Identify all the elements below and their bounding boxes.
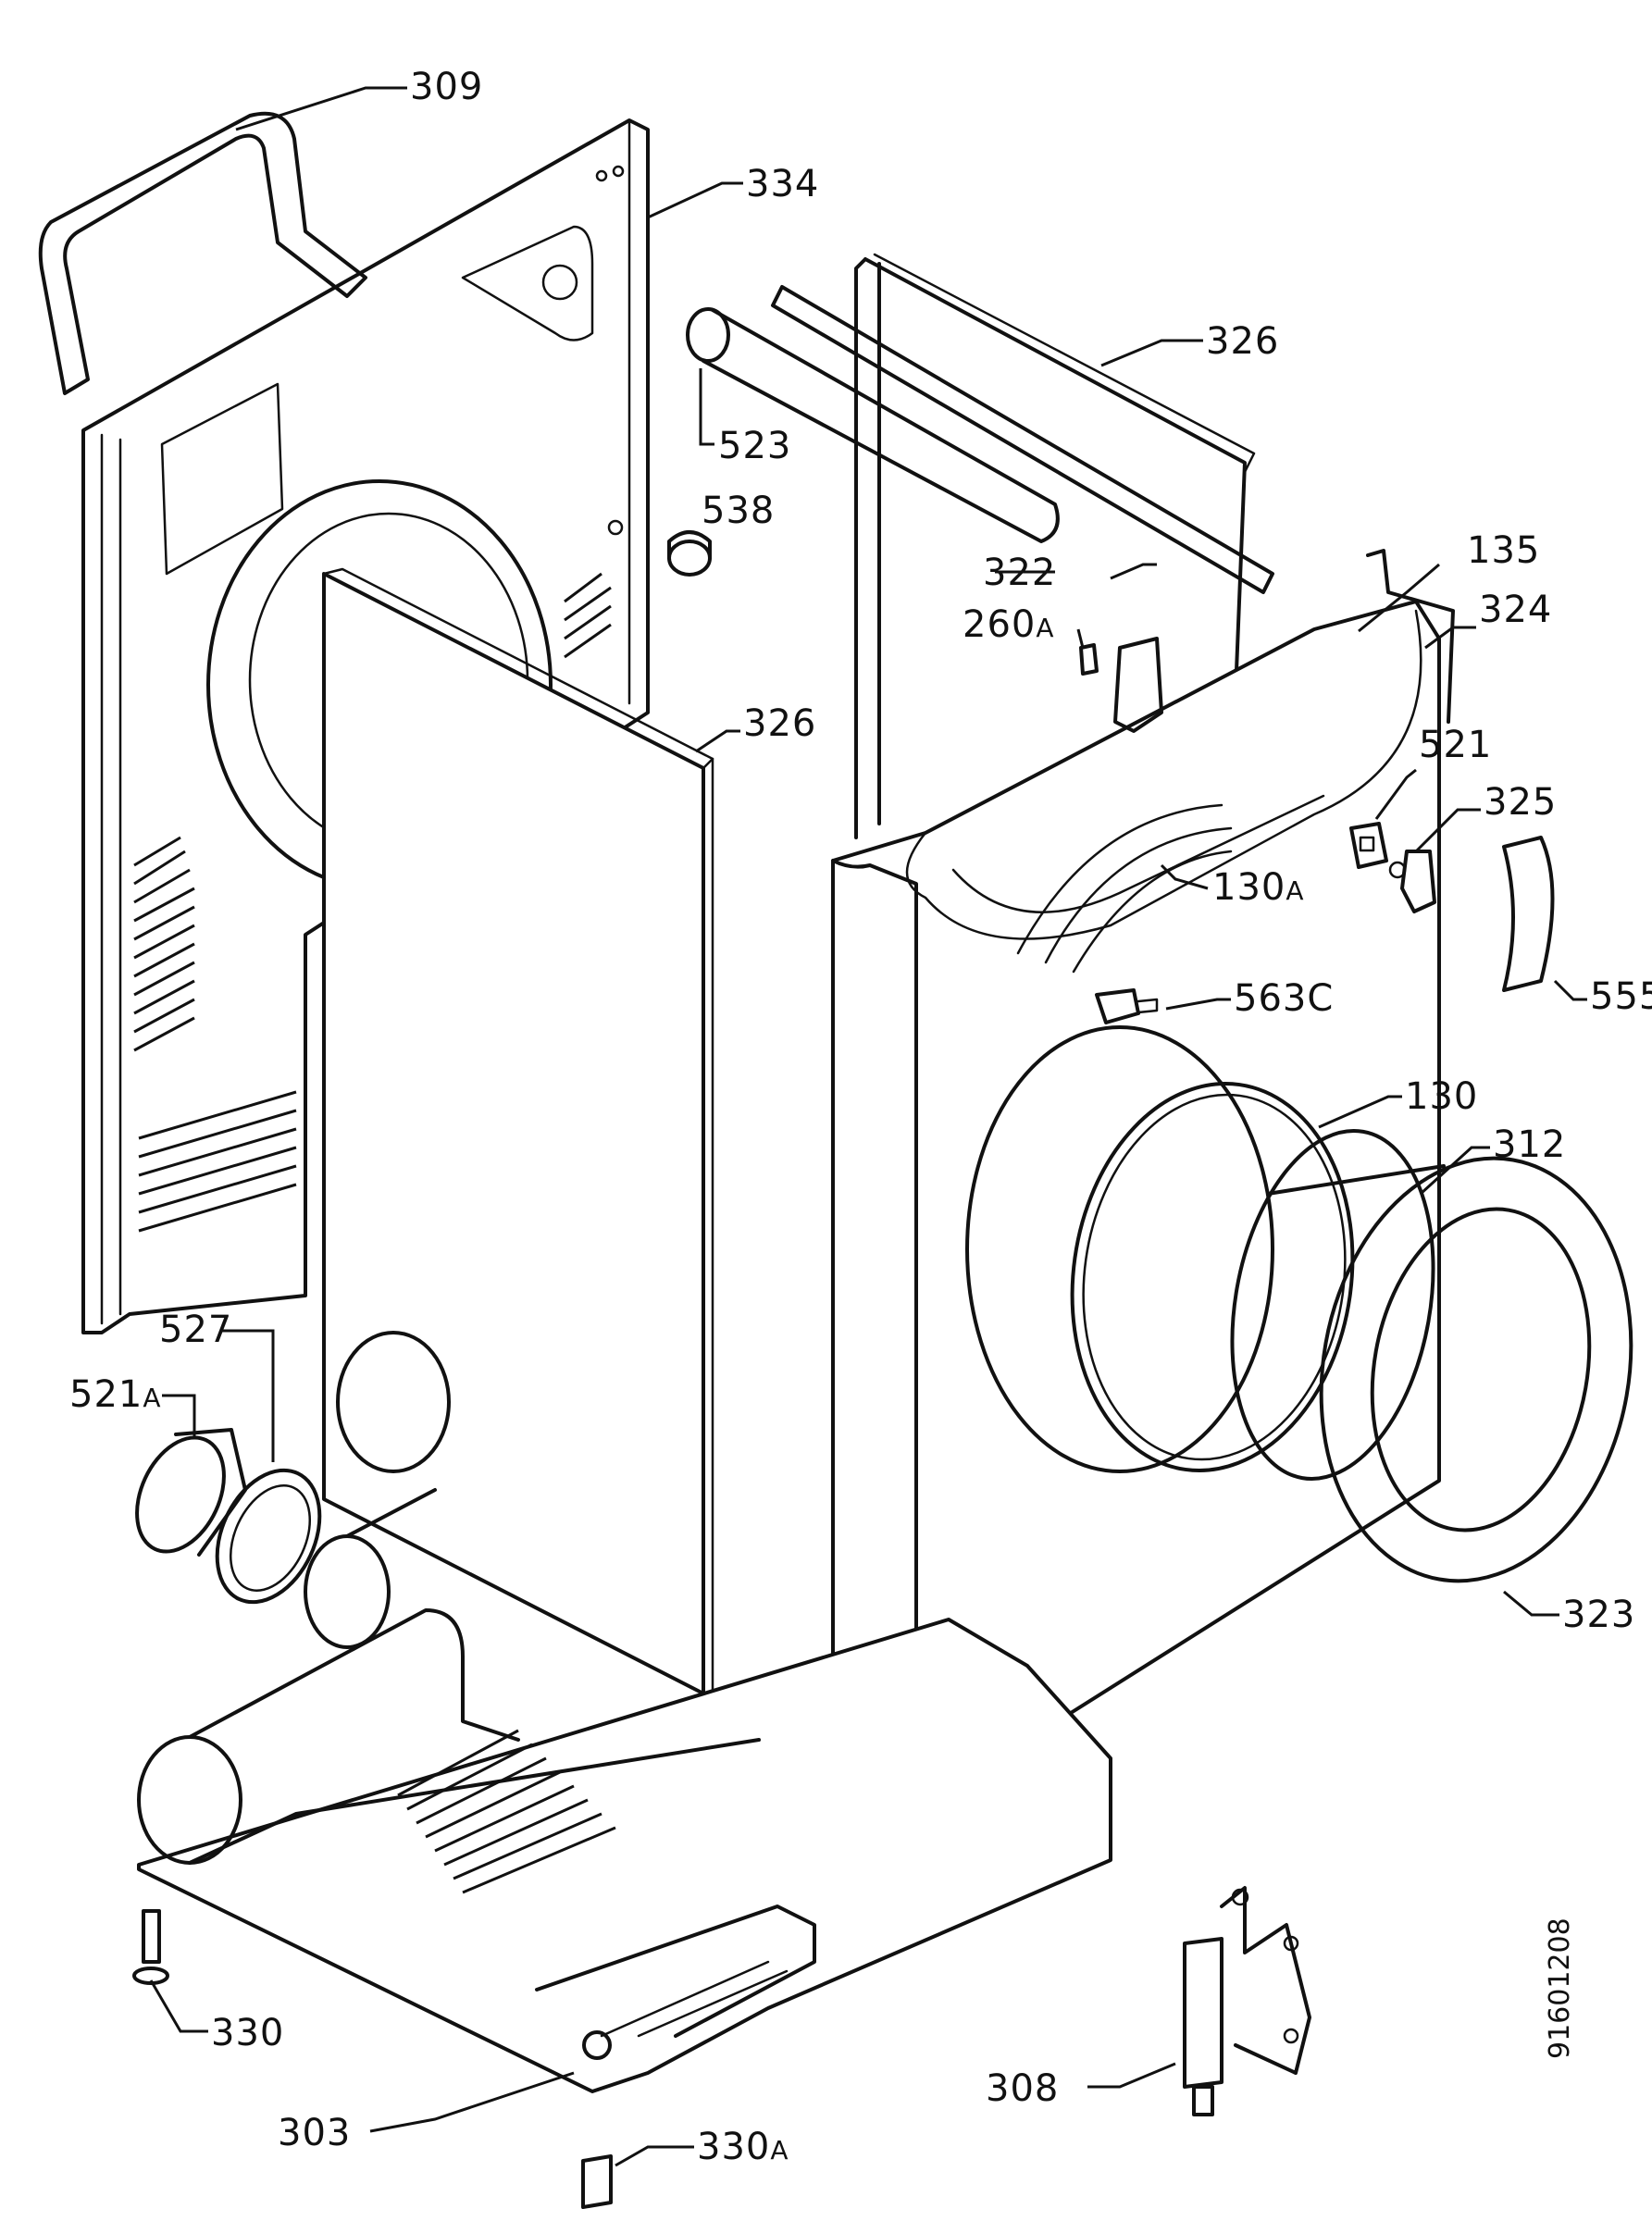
part-303-base bbox=[137, 1488, 1112, 2093]
part-309-top-frame bbox=[38, 111, 367, 395]
label-130: 130 bbox=[1405, 1075, 1478, 1118]
part-324-bracket bbox=[1366, 549, 1455, 724]
label-521A-number: 521 bbox=[69, 1373, 143, 1416]
label-322: 322 bbox=[983, 552, 1056, 594]
part-521A-fitting bbox=[135, 1428, 247, 1557]
label-527: 527 bbox=[159, 1309, 232, 1351]
part-527-fitting bbox=[215, 1468, 322, 1605]
part-330A-foot bbox=[581, 2154, 613, 2209]
label-312: 312 bbox=[1493, 1123, 1566, 1166]
part-538-plug bbox=[667, 530, 712, 577]
label-260A: 260A bbox=[963, 603, 1055, 646]
back-panel-vents bbox=[133, 572, 612, 1233]
label-330A-suffix: A bbox=[770, 2135, 789, 2165]
label-563C: 563C bbox=[1234, 977, 1334, 1020]
part-326-side-panel-center bbox=[322, 567, 714, 1695]
label-555: 555 bbox=[1590, 975, 1652, 1018]
label-308: 308 bbox=[986, 2067, 1059, 2110]
label-135: 135 bbox=[1467, 529, 1540, 572]
label-330A-number: 330 bbox=[697, 2126, 770, 2168]
part-130-gasket bbox=[1070, 1081, 1355, 1473]
label-130A-number: 130 bbox=[1212, 866, 1286, 909]
label-260A-suffix: A bbox=[1036, 613, 1054, 643]
label-260A-number: 260 bbox=[963, 603, 1036, 646]
label-538: 538 bbox=[702, 490, 775, 532]
part-563C-connector bbox=[1095, 988, 1159, 1024]
label-334: 334 bbox=[746, 163, 819, 205]
part-555-strip bbox=[1502, 836, 1555, 992]
document-number: 91601208 bbox=[1544, 1917, 1576, 2059]
label-326-mid: 326 bbox=[743, 702, 816, 745]
part-323-door bbox=[1319, 1156, 1633, 1583]
label-330A: 330A bbox=[697, 2126, 789, 2168]
label-325: 325 bbox=[1484, 781, 1557, 824]
label-326-top: 326 bbox=[1206, 320, 1279, 363]
label-309: 309 bbox=[410, 66, 483, 108]
callout-labels: 309 334 326 523 538 322 135 260A 324 326… bbox=[69, 66, 1652, 2168]
label-330: 330 bbox=[211, 2012, 284, 2054]
part-312-frame bbox=[1230, 1129, 1446, 1481]
part-260A-clip bbox=[1079, 643, 1099, 676]
label-323: 323 bbox=[1562, 1594, 1635, 1636]
label-521: 521 bbox=[1419, 724, 1492, 766]
leader-lines bbox=[149, 86, 1587, 2167]
part-135-clip bbox=[1113, 637, 1163, 733]
part-330-foot bbox=[132, 1909, 169, 1985]
label-324: 324 bbox=[1479, 589, 1552, 631]
part-322-bar bbox=[771, 285, 1274, 594]
part-521-switch bbox=[1349, 822, 1388, 869]
label-521A: 521A bbox=[69, 1373, 162, 1416]
label-130A: 130A bbox=[1212, 866, 1305, 909]
label-521A-suffix: A bbox=[143, 1383, 161, 1413]
part-325-switch bbox=[1388, 850, 1436, 913]
part-326-side-panel-right bbox=[854, 253, 1256, 839]
front-cabinet bbox=[831, 600, 1441, 1816]
label-523: 523 bbox=[718, 425, 791, 467]
label-303: 303 bbox=[278, 2112, 351, 2154]
label-130A-suffix: A bbox=[1286, 875, 1304, 906]
part-308-hinge bbox=[1183, 1886, 1311, 2116]
part-523-roller bbox=[686, 307, 1060, 543]
